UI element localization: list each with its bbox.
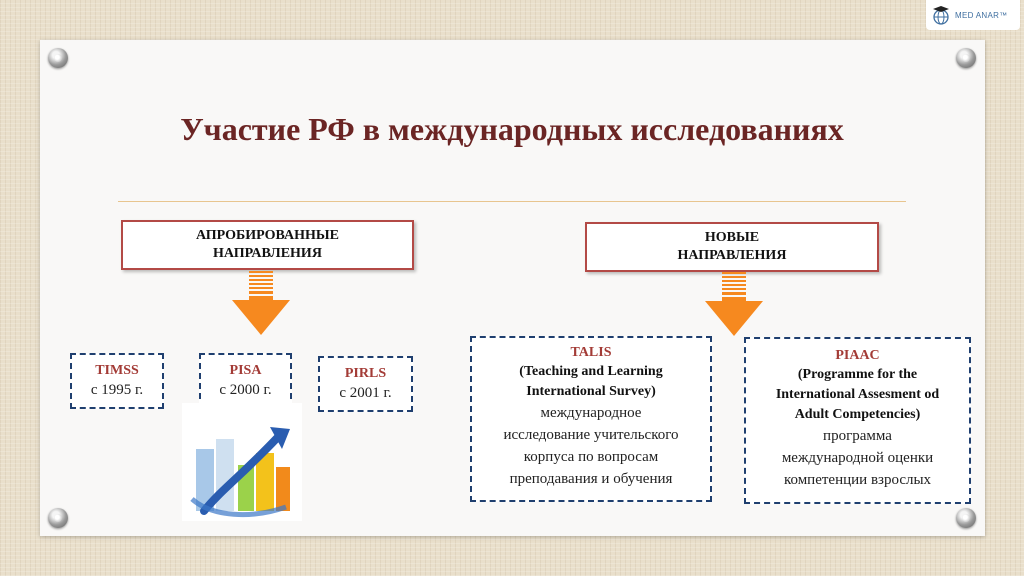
- study-year: с 2000 г.: [219, 382, 272, 398]
- study-name: PISA: [229, 363, 262, 378]
- growth-chart-clipart-icon: [182, 403, 302, 521]
- study-description-line-2: международной оценки: [781, 450, 934, 466]
- study-full-name-line-2: International Assesment od: [775, 387, 940, 402]
- study-name: TALIS: [570, 345, 612, 360]
- study-full-name-line-1: (Teaching and Learning: [519, 364, 663, 379]
- globe-graduation-icon: [933, 6, 949, 25]
- screw-bottom-left: [48, 508, 68, 528]
- study-description-line-4: преподавания и обучения: [509, 471, 673, 487]
- brand-logo-text: MED ANAR™: [955, 10, 1008, 20]
- slide-title: Участие РФ в международных исследованиях: [180, 111, 844, 147]
- screw-top-left: [48, 48, 68, 68]
- study-name: TIMSS: [95, 363, 139, 378]
- study-box-talis: TALIS (Teaching and Learning Internation…: [470, 336, 712, 502]
- screw-bottom-right: [956, 508, 976, 528]
- arrow-down-icon: [705, 272, 763, 336]
- study-full-name-line-2: International Survey): [526, 384, 656, 399]
- study-box-pirls: PIRLS с 2001 г.: [318, 356, 413, 412]
- new-line-1: НОВЫЕ: [704, 230, 760, 245]
- title-divider: [118, 201, 906, 202]
- study-full-name-line-3: Adult Competencies): [794, 407, 921, 422]
- study-year: с 1995 г.: [90, 382, 144, 398]
- study-name: PIAAC: [835, 348, 880, 363]
- brand-logo: MED ANAR™: [926, 0, 1020, 30]
- study-name: PIRLS: [344, 366, 387, 381]
- study-description-line-2: исследование учительского: [503, 427, 679, 443]
- new-directions-box: НОВЫЕ НАПРАВЛЕНИЯ: [585, 222, 879, 272]
- study-box-piaac: PIAAC (Programme for the International A…: [744, 337, 971, 504]
- new-line-2: НАПРАВЛЕНИЯ: [677, 248, 787, 263]
- study-box-pisa: PISA с 2000 г.: [199, 353, 292, 409]
- approved-directions-box: АПРОБИРОВАННЫЕ НАПРАВЛЕНИЯ: [121, 220, 414, 270]
- screw-top-right: [956, 48, 976, 68]
- study-year: с 2001 г.: [339, 385, 392, 401]
- approved-line-2: НАПРАВЛЕНИЯ: [213, 246, 322, 261]
- study-box-timss: TIMSS с 1995 г.: [70, 353, 164, 409]
- study-description-line-1: программа: [823, 428, 892, 444]
- study-description-line-3: компетенции взрослых: [783, 472, 932, 488]
- arrow-down-icon: [232, 271, 290, 335]
- study-description-line-3: корпуса по вопросам: [523, 449, 659, 465]
- study-full-name-line-1: (Programme for the: [797, 367, 918, 382]
- study-description-line-1: международное: [540, 405, 642, 421]
- approved-line-1: АПРОБИРОВАННЫЕ: [196, 228, 339, 243]
